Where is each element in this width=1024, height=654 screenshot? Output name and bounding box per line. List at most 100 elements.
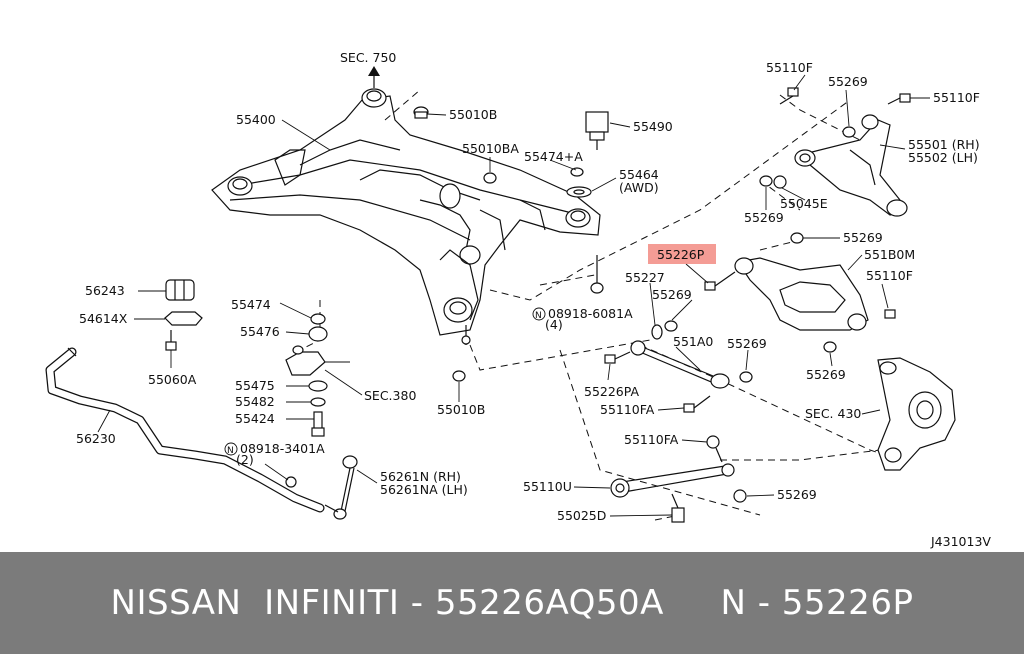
nut-55269-a[interactable] (842, 126, 856, 138)
washer-55045e[interactable] (773, 175, 787, 189)
label-sec-430[interactable]: SEC. 430 (805, 406, 861, 421)
lower-arm-551b0m[interactable] (734, 257, 869, 331)
bolt-55110f-a[interactable] (779, 87, 799, 105)
nut-55269-b[interactable] (759, 175, 773, 187)
part-labels: SEC. 750 55400 55010B 55490 55010BA 5547… (76, 50, 991, 549)
label-sec-750[interactable]: SEC. 750 (340, 50, 396, 65)
knuckle-sec-430 (877, 357, 956, 471)
label-55045e[interactable]: 55045E (780, 196, 828, 211)
label-55010ba[interactable]: 55010BA (462, 141, 519, 156)
label-55110f-b[interactable]: 55110F (933, 90, 980, 105)
label-55226pa[interactable]: 55226PA (584, 384, 640, 399)
label-55025d[interactable]: 55025D (557, 508, 606, 523)
clamp-54614x[interactable] (164, 311, 203, 326)
upper-arm-55501-55502[interactable] (794, 114, 908, 217)
subframe-55400[interactable] (211, 88, 601, 345)
bolt-08918-6081a[interactable] (590, 255, 604, 294)
label-551b0m[interactable]: 551B0M (864, 247, 915, 262)
nut-55269-d[interactable] (664, 320, 678, 332)
label-55501[interactable]: 55501 (RH) (908, 137, 980, 152)
label-08918-6081a[interactable]: 08918-6081A (548, 306, 633, 321)
lower-link-55110u[interactable] (610, 463, 735, 498)
label-55502[interactable]: 55502 (LH) (908, 150, 978, 165)
bolt-55226pa[interactable] (604, 351, 631, 364)
nut-55269-e[interactable] (739, 371, 753, 383)
mount-stack[interactable] (285, 313, 350, 437)
bolt-55110f-b[interactable] (887, 93, 911, 105)
label-56243[interactable]: 56243 (85, 283, 125, 298)
bushing-56243[interactable] (165, 279, 195, 301)
nut-55269-c[interactable] (790, 232, 804, 244)
label-55110u[interactable]: 55110U (523, 479, 572, 494)
footer-separator: - (399, 583, 435, 623)
footer-brand: NISSAN INFINITI (110, 583, 400, 623)
bolt-55110fa-b[interactable] (706, 435, 723, 463)
label-55110fa-a[interactable]: 55110FA (600, 402, 655, 417)
footer-part-number: 55226AQ50A (434, 583, 664, 623)
nut-55269-g[interactable] (733, 489, 747, 503)
label-55269-f[interactable]: 55269 (806, 367, 846, 382)
label-55269-c[interactable]: 55269 (843, 230, 883, 245)
bolt-55226p[interactable] (704, 271, 736, 291)
label-55490[interactable]: 55490 (633, 119, 673, 134)
nut-55010b-bottom[interactable] (452, 370, 466, 382)
diagram-code: J431013V (930, 534, 991, 549)
label-08918-6081a-qty: (4) (545, 317, 563, 332)
stabilizer-bar-56230[interactable] (45, 347, 325, 513)
label-55060a[interactable]: 55060A (148, 372, 197, 387)
label-55110f-c[interactable]: 55110F (866, 268, 913, 283)
label-55010b-top[interactable]: 55010B (449, 107, 497, 122)
label-55269-a[interactable]: 55269 (828, 74, 868, 89)
bolt-08918-3401a[interactable] (285, 476, 339, 513)
label-55269-e[interactable]: 55269 (727, 336, 767, 351)
label-55475[interactable]: 55475 (235, 378, 275, 393)
label-54614x[interactable]: 54614X (79, 311, 128, 326)
footer-gap (664, 583, 721, 623)
bolt-55110fa-a[interactable] (683, 395, 711, 413)
label-55226p[interactable]: 55226P (657, 247, 705, 262)
label-55010b-bottom[interactable]: 55010B (437, 402, 485, 417)
label-55227[interactable]: 55227 (625, 270, 665, 285)
nut-55010b-top[interactable] (413, 106, 429, 119)
label-55476[interactable]: 55476 (240, 324, 280, 339)
washer-55464[interactable] (566, 167, 592, 198)
label-sec-380[interactable]: SEC.380 (364, 388, 416, 403)
label-55110f-a[interactable]: 55110F (766, 60, 813, 75)
parts-diagram: SEC. 750 55400 55010B 55490 55010BA 5547… (45, 50, 991, 549)
bolt-55110f-c[interactable] (884, 309, 896, 319)
bracket-55490[interactable] (585, 111, 609, 150)
n-marker-6081a (532, 307, 546, 321)
label-08918-3401a-qty: (2) (236, 452, 254, 467)
label-08918-3401a[interactable]: 08918-3401A (240, 441, 325, 456)
link-551a0[interactable] (630, 340, 730, 389)
n-marker-6081a-letter: N (535, 311, 542, 321)
footer-banner: NISSAN INFINITI - 55226AQ50A N - 55226P (0, 552, 1024, 654)
sec-750-arrow (368, 66, 380, 88)
bolt-55060a[interactable] (165, 330, 177, 351)
n-marker-3401a-letter: N (227, 446, 234, 456)
bolt-55025d[interactable] (671, 493, 685, 523)
label-56261n[interactable]: 56261N (RH) (380, 469, 461, 484)
highlight-55226p (648, 244, 716, 264)
washer-55227[interactable] (651, 324, 663, 340)
label-55474a[interactable]: 55474+A (524, 149, 583, 164)
nut-55269-f[interactable] (823, 341, 837, 353)
label-55400[interactable]: 55400 (236, 112, 276, 127)
label-55474[interactable]: 55474 (231, 297, 271, 312)
n-marker-3401a (224, 442, 238, 456)
label-551a0[interactable]: 551A0 (673, 334, 713, 349)
label-55269-g[interactable]: 55269 (777, 487, 817, 502)
label-56230[interactable]: 56230 (76, 431, 116, 446)
label-55464[interactable]: 55464 (619, 167, 659, 182)
nut-55010ba[interactable] (483, 172, 497, 184)
label-56261na[interactable]: 56261NA (LH) (380, 482, 468, 497)
leader-lines (97, 74, 930, 517)
label-55110fa-b[interactable]: 55110FA (624, 432, 679, 447)
label-55269-b[interactable]: 55269 (744, 210, 784, 225)
label-55482[interactable]: 55482 (235, 394, 275, 409)
label-55269-d[interactable]: 55269 (652, 287, 692, 302)
label-55464-awd: (AWD) (619, 180, 659, 195)
label-55424[interactable]: 55424 (235, 411, 275, 426)
stabilizer-link-56261n[interactable] (333, 455, 358, 520)
